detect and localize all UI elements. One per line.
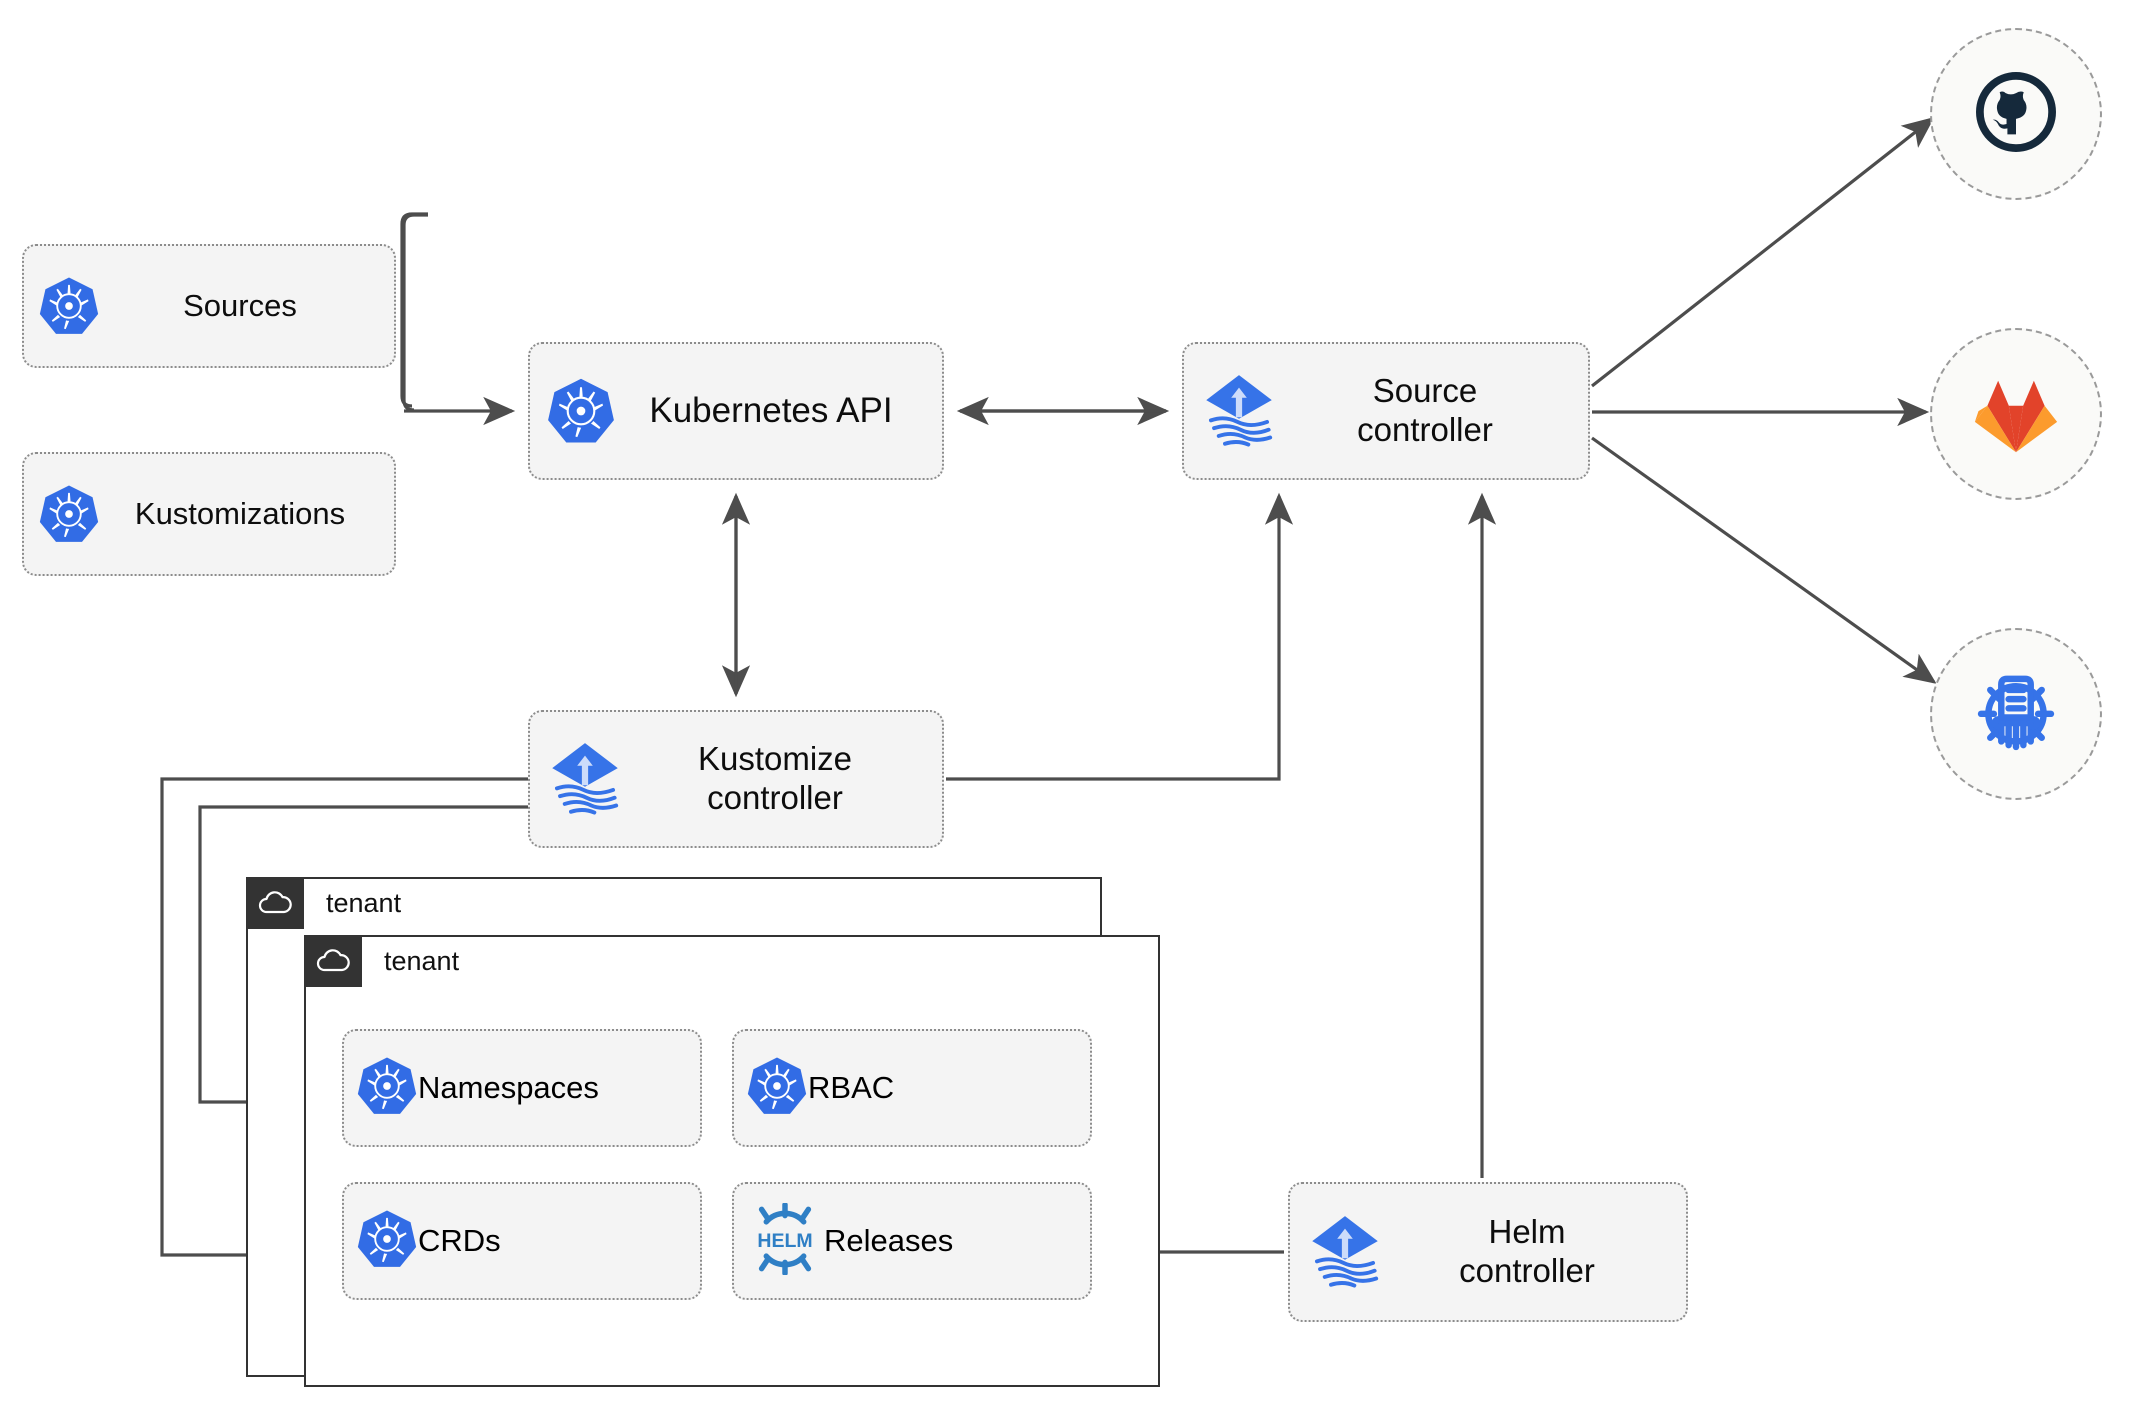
node-label: Kustomize controller (697, 740, 853, 816)
flux-icon (546, 740, 624, 818)
node-label: Kustomizations (134, 495, 346, 531)
node-label: Sources (183, 287, 297, 323)
kubernetes-icon (546, 376, 616, 446)
node-helm-controller[interactable]: Helm controller (1288, 1182, 1688, 1322)
node-label: Namespaces (418, 1070, 599, 1105)
node-label: Releases (824, 1223, 954, 1258)
kubernetes-icon (746, 1055, 808, 1122)
kubernetes-icon (356, 1055, 418, 1122)
node-label: Helm controller (1459, 1213, 1595, 1289)
node-label: CRDs (418, 1223, 501, 1258)
tenant-container-front[interactable]: tenant (304, 935, 1160, 1387)
tenant-header: tenant (304, 935, 459, 987)
node-kustomizations[interactable]: Kustomizations (22, 452, 396, 576)
node-releases[interactable]: HELM Releases (732, 1182, 1092, 1300)
helm-repository-icon (1970, 666, 2062, 763)
node-source-controller[interactable]: Source controller (1182, 342, 1590, 480)
node-label: Source controller (1357, 372, 1493, 448)
kubernetes-icon (38, 483, 100, 545)
node-crds[interactable]: CRDs (342, 1182, 702, 1300)
helm-icon: HELM (746, 1201, 824, 1280)
node-kubernetes-api[interactable]: Kubernetes API (528, 342, 944, 480)
flux-icon (1200, 372, 1278, 450)
node-sources[interactable]: Sources (22, 244, 396, 368)
repo-github[interactable] (1930, 28, 2102, 200)
node-namespaces[interactable]: Namespaces (342, 1029, 702, 1147)
tenant-header: tenant (246, 877, 401, 929)
svg-text:HELM: HELM (757, 1229, 812, 1251)
node-label: Kubernetes API (649, 391, 893, 431)
node-kustomize-controller[interactable]: Kustomize controller (528, 710, 944, 848)
repo-gitlab[interactable] (1930, 328, 2102, 500)
node-rbac[interactable]: RBAC (732, 1029, 1092, 1147)
cloud-icon (304, 935, 362, 987)
repo-helm-repository[interactable] (1930, 628, 2102, 800)
kubernetes-icon (356, 1208, 418, 1275)
gitlab-icon (1971, 370, 2061, 459)
flux-icon (1306, 1213, 1384, 1291)
tenant-label: tenant (384, 946, 460, 976)
tenant-label: tenant (326, 888, 402, 918)
cloud-icon (246, 877, 304, 929)
node-label: RBAC (808, 1070, 895, 1105)
github-icon (1973, 69, 2059, 160)
kubernetes-icon (38, 275, 100, 337)
